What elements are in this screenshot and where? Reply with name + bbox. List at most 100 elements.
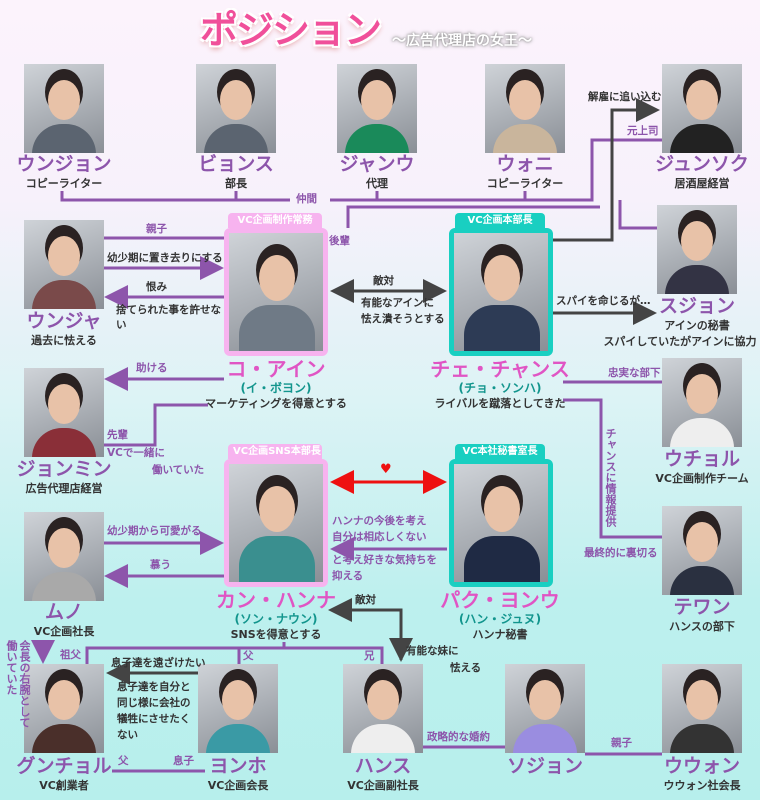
eunjeong-name: ウンジョン <box>16 153 112 175</box>
label-chichi2: 父 <box>118 755 129 767</box>
label-issho1: VCで一緒に <box>107 447 165 459</box>
label-gisei-3: 犠牲にさせたく <box>117 713 191 725</box>
label-kouhai: 後輩 <box>329 235 350 247</box>
sujeong-photo <box>657 205 737 294</box>
label-chujitsu: 忠実な部下 <box>608 367 661 379</box>
label-ani: 兄 <box>364 650 375 662</box>
eunja-photo <box>24 220 104 309</box>
label-gisei-2: 同じ様に会社の <box>117 697 191 709</box>
eunja-name: ウンジャ <box>26 310 102 332</box>
label-senpai: 先輩 <box>107 429 128 441</box>
label-hanna-kangae-2: 自分は相応しくない <box>332 531 427 543</box>
goain-desc: マーケティングを得意とする <box>205 397 347 410</box>
woni-role: コピーライター <box>486 177 564 190</box>
byeongsu-role: 部長 <box>225 177 247 190</box>
park-photo <box>454 464 548 582</box>
label-tekitai1: 敵対 <box>373 275 394 287</box>
hanna-frame <box>224 459 328 587</box>
goain-actor: (イ・ボヨン) <box>240 381 312 395</box>
goain-frame <box>224 228 328 356</box>
chae-actor: (チョ・ソンハ) <box>458 381 542 395</box>
byeongsu-name: ビョンス <box>198 153 274 175</box>
jangwoo-name: ジャンウ <box>339 153 415 175</box>
nakama-drop-lines <box>234 191 527 200</box>
park-name: パク・ヨンウ <box>440 588 560 612</box>
senpai-line <box>104 403 208 447</box>
heart-icon: ♥ <box>380 462 392 477</box>
label-shitau: 慕う <box>150 559 171 571</box>
label-imouto2: 怯える <box>450 662 482 674</box>
park-badge: VC本社秘書室長 <box>455 444 545 459</box>
yongho-name: ヨンホ <box>209 755 267 777</box>
label-musuko: 息子 <box>173 755 194 767</box>
chae-desc: ライバルを蹴落としてきた <box>434 397 566 410</box>
hansu-name: ハンス <box>354 755 412 777</box>
uwon-role: ウウォン社会長 <box>663 779 741 792</box>
goain-photo <box>229 233 323 351</box>
guncheol-name: グンチョル <box>16 755 112 777</box>
jangwoo-photo <box>337 64 417 153</box>
label-urami: 恨み <box>146 281 167 293</box>
label-okizari: 幼少期に置き去りにする <box>107 252 223 264</box>
sujeong-name: スジョン <box>658 295 736 317</box>
eunjeong-role: コピーライター <box>25 177 103 190</box>
jangwoo-role: 代理 <box>366 177 388 190</box>
label-gisei-1: 息子達を自分と <box>117 681 191 693</box>
label-hanna-kangae-3: と考え好きな気持ちを <box>332 554 437 566</box>
label-spy: スパイを命じるが… <box>556 295 651 307</box>
park-frame <box>449 459 553 587</box>
label-nakama: 仲間 <box>296 193 317 205</box>
sojeong-name: ソジョン <box>506 755 584 777</box>
chae-name: チェ・チャンス <box>430 357 570 381</box>
muno-role: VC企画社長 <box>33 625 95 638</box>
taewon-photo <box>662 506 742 595</box>
hansu-role: VC企画副社長 <box>347 779 419 792</box>
label-kawaigaru: 幼少期から可愛がる <box>107 525 202 537</box>
nakama-line <box>60 138 662 202</box>
hansu-photo <box>343 664 423 753</box>
junsok-name: ジュンソク <box>655 153 749 175</box>
park-actor: (ハン・ジュヌ) <box>458 612 542 626</box>
label-jouhou: チャンスに情報提供 <box>604 428 617 527</box>
sujeong-role: アインの秘書 <box>664 319 730 332</box>
label-tekitai2: 敵対 <box>355 594 376 606</box>
label-uwan: 会長の右腕として働いていた <box>5 640 31 728</box>
label-tasukeru: 助ける <box>136 362 168 374</box>
family-line <box>85 642 384 664</box>
hanna-desc: SNSを得意とする <box>230 628 322 641</box>
label-issho2: 働いていた <box>152 464 205 476</box>
jeongmin-role: 広告代理店経営 <box>25 482 103 495</box>
muno-photo <box>24 512 104 601</box>
chae-frame <box>449 228 553 356</box>
junsok-role: 居酒屋経営 <box>674 177 730 190</box>
label-toozake: 息子達を遠ざけたい <box>111 657 206 669</box>
taewon-role: ハンスの部下 <box>669 620 735 633</box>
label-gisei-4: ない <box>117 729 138 741</box>
chae-badge: VC企画本部長 <box>455 213 545 228</box>
woni-photo <box>485 64 565 153</box>
sujeong-role2: スパイしていたがアインに協力 <box>603 335 757 348</box>
drama-title: ポジション <box>200 8 382 52</box>
junsok-photo <box>662 64 742 153</box>
label-yurusenai: 捨てられた事を許せない <box>116 304 221 331</box>
hanna-actor: (ソン・ナウン) <box>234 612 318 626</box>
guncheol-role: VC創業者 <box>39 779 89 792</box>
jeongmin-name: ジョンミン <box>16 458 112 480</box>
label-tsubusu2: 怯え潰そうとする <box>361 313 445 325</box>
chae-photo <box>454 233 548 351</box>
jouhou-line <box>563 398 662 539</box>
label-oyako1: 親子 <box>146 223 167 235</box>
byeongsu-photo <box>196 64 276 153</box>
hanna-photo <box>229 464 323 582</box>
label-hanna-kangae-4: 抑える <box>332 570 364 582</box>
muno-name: ムノ <box>44 601 84 623</box>
woni-name: ウォニ <box>496 153 554 175</box>
label-uragiru: 最終的に裏切る <box>584 547 658 559</box>
hanna-badge: VC企画SNS本部長 <box>228 444 322 459</box>
taewon-name: テワン <box>673 596 731 618</box>
label-chichi1: 父 <box>243 650 254 662</box>
goain-name: コ・アイン <box>226 357 326 381</box>
park-desc: ハンナ秘書 <box>472 628 528 641</box>
uwon-name: ウウォン <box>663 755 741 777</box>
